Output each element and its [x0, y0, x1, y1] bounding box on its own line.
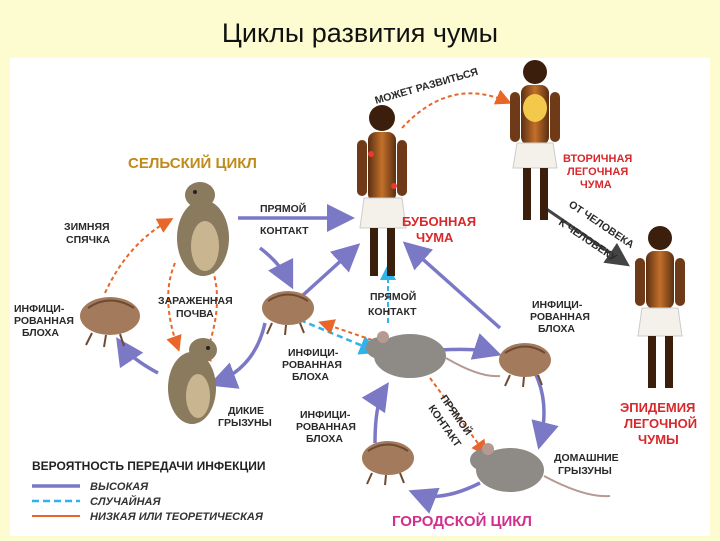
svg-text:КОНТАКТ: КОНТАКТ	[368, 306, 417, 318]
legend-random: СЛУЧАЙНАЯ	[90, 495, 161, 508]
human-bubonic	[357, 105, 407, 276]
arrow-random	[299, 318, 380, 355]
diagram-panel: СЕЛЬСКИЙ ЦИКЛ ГОРОДСКОЙ ЦИКЛ МОЖЕТ РАЗВИ…	[10, 58, 710, 536]
arrows	[104, 89, 630, 514]
svg-text:ЗИМНЯЯ: ЗИМНЯЯ	[64, 221, 110, 233]
svg-text:БЛОХА: БЛОХА	[22, 327, 59, 339]
slide-title: Циклы развития чумы	[221, 18, 499, 48]
arrow-flea-to-wildrodent	[208, 322, 267, 389]
label-domestic-rodents: ДОМАШНИЕ ГРЫЗУНЫ	[554, 452, 619, 477]
plague-cycle-diagram: СЕЛЬСКИЙ ЦИКЛ ГОРОДСКОЙ ЦИКЛ МОЖЕТ РАЗВИ…	[14, 60, 697, 530]
svg-text:ЛЕГОЧНОЙ: ЛЕГОЧНОЙ	[624, 416, 697, 431]
svg-text:ИНФИЦИ-: ИНФИЦИ-	[300, 409, 351, 421]
svg-text:ИНФИЦИ-: ИНФИЦИ-	[288, 347, 339, 359]
arrow-soil-down	[166, 262, 182, 352]
label-person-to-person: ОТ ЧЕЛОВЕКА К ЧЕЛОВЕКУ	[556, 199, 636, 265]
arrow-leftflea-to-rodent	[104, 218, 174, 294]
svg-text:РОВАННАЯ: РОВАННАЯ	[282, 359, 342, 371]
human-secondary	[510, 60, 560, 220]
svg-text:ПОЧВА: ПОЧВА	[176, 308, 214, 320]
rat-urban	[366, 331, 501, 378]
legend-low: НИЗКАЯ ИЛИ ТЕОРЕТИЧЕСКАЯ	[90, 511, 264, 523]
label-direct-contact-mid: ПРЯМОЙ КОНТАКТ	[368, 290, 417, 318]
label-wild-rodents: ДИКИЕ ГРЫЗУНЫ	[218, 405, 272, 429]
svg-text:ЧУМЫ: ЧУМЫ	[638, 432, 679, 447]
svg-text:ЧУМА: ЧУМА	[580, 179, 612, 191]
label-rural-cycle: СЕЛЬСКИЙ ЦИКЛ	[128, 154, 257, 172]
svg-text:ИНФИЦИ-: ИНФИЦИ-	[532, 299, 583, 311]
legend: ВЕРОЯТНОСТЬ ПЕРЕДАЧИ ИНФЕКЦИИ ВЫСОКАЯ СЛ…	[32, 459, 266, 523]
label-winter-sleep: ЗИМНЯЯ СПЯЧКА	[64, 221, 110, 246]
svg-text:ИНФИЦИ-: ИНФИЦИ-	[14, 303, 65, 315]
marmot-top	[177, 182, 229, 276]
label-secondary-pneumonic: ВТОРИЧНАЯ ЛЕГОЧНАЯ ЧУМА	[563, 153, 632, 191]
svg-text:ГРЫЗУНЫ: ГРЫЗУНЫ	[218, 417, 272, 429]
arrow-flea-to-human	[300, 243, 361, 298]
arrow-direct-contact-urban	[429, 377, 488, 457]
svg-text:БУБОННАЯ: БУБОННАЯ	[402, 214, 476, 229]
flea-left	[80, 297, 140, 348]
flea-right	[499, 343, 551, 388]
label-can-develop: МОЖЕТ РАЗВИТЬСЯ	[374, 66, 480, 107]
label-direct-contact-urban: ПРЯМОЙ КОНТАКТ	[426, 392, 475, 450]
arrow-rat-to-flea	[318, 319, 373, 341]
arrow-domestic-to-bottomflea	[408, 481, 481, 514]
arrow-rat-to-rightflea	[439, 333, 502, 360]
label-infected-flea-right: ИНФИЦИ- РОВАННАЯ БЛОХА	[530, 299, 590, 335]
label-infected-flea-mid: ИНФИЦИ- РОВАННАЯ БЛОХА	[282, 347, 342, 383]
flea-mid	[262, 291, 314, 336]
svg-text:БЛОХА: БЛОХА	[538, 323, 575, 335]
svg-text:ДИКИЕ: ДИКИЕ	[228, 405, 264, 417]
svg-text:ГРЫЗУНЫ: ГРЫЗУНЫ	[558, 465, 612, 477]
label-bubonic-plague: БУБОННАЯ ЧУМА	[402, 214, 476, 245]
svg-text:ВТОРИЧНАЯ: ВТОРИЧНАЯ	[563, 153, 632, 165]
svg-text:ЭПИДЕМИЯ: ЭПИДЕМИЯ	[620, 400, 695, 415]
arrow-wildrodent-to-leftflea	[116, 337, 159, 375]
svg-text:СПЯЧКА: СПЯЧКА	[66, 234, 110, 246]
arrow-can-develop	[401, 89, 512, 129]
label-infected-flea-left: ИНФИЦИ- РОВАННАЯ БЛОХА	[14, 303, 74, 339]
arrow-bottomflea-to-rat	[361, 382, 389, 444]
svg-text:РОВАННАЯ: РОВАННАЯ	[14, 315, 74, 327]
marmot-bottom	[168, 338, 217, 424]
svg-text:КОНТАКТ: КОНТАКТ	[260, 225, 309, 237]
label-infected-flea-bottom: ИНФИЦИ- РОВАННАЯ БЛОХА	[296, 409, 356, 445]
svg-text:БЛОХА: БЛОХА	[292, 371, 329, 383]
svg-text:ЗАРАЖЕННАЯ: ЗАРАЖЕННАЯ	[158, 295, 233, 307]
arrow-rightflea-to-human	[402, 241, 502, 330]
label-urban-cycle: ГОРОДСКОЙ ЦИКЛ	[392, 512, 532, 530]
arrow-rightflea-to-domestic	[531, 372, 559, 450]
label-pneumonic-epidemic: ЭПИДЕМИЯ ЛЕГОЧНОЙ ЧУМЫ	[620, 400, 697, 447]
svg-text:ПРЯМОЙ: ПРЯМОЙ	[370, 290, 416, 303]
label-direct-contact-top: ПРЯМОЙ КОНТАКТ	[260, 202, 309, 237]
legend-high: ВЫСОКАЯ	[90, 481, 149, 493]
flea-bottom	[362, 441, 414, 486]
human-epidemic	[635, 226, 685, 388]
legend-title: ВЕРОЯТНОСТЬ ПЕРЕДАЧИ ИНФЕКЦИИ	[32, 459, 266, 473]
arrow-rodent-to-flea	[258, 246, 294, 290]
svg-text:ДОМАШНИЕ: ДОМАШНИЕ	[554, 452, 619, 464]
svg-text:ЛЕГОЧНАЯ: ЛЕГОЧНАЯ	[567, 166, 628, 178]
arrow-person-to-person	[544, 206, 630, 267]
rat-domestic	[470, 443, 611, 498]
svg-text:РОВАННАЯ: РОВАННАЯ	[530, 311, 590, 323]
svg-text:ПРЯМОЙ: ПРЯМОЙ	[260, 202, 306, 215]
svg-text:БЛОХА: БЛОХА	[306, 433, 343, 445]
label-infected-soil: ЗАРАЖЕННАЯ ПОЧВА	[158, 295, 233, 320]
svg-text:ЧУМА: ЧУМА	[416, 230, 454, 245]
svg-text:РОВАННАЯ: РОВАННАЯ	[296, 421, 356, 433]
